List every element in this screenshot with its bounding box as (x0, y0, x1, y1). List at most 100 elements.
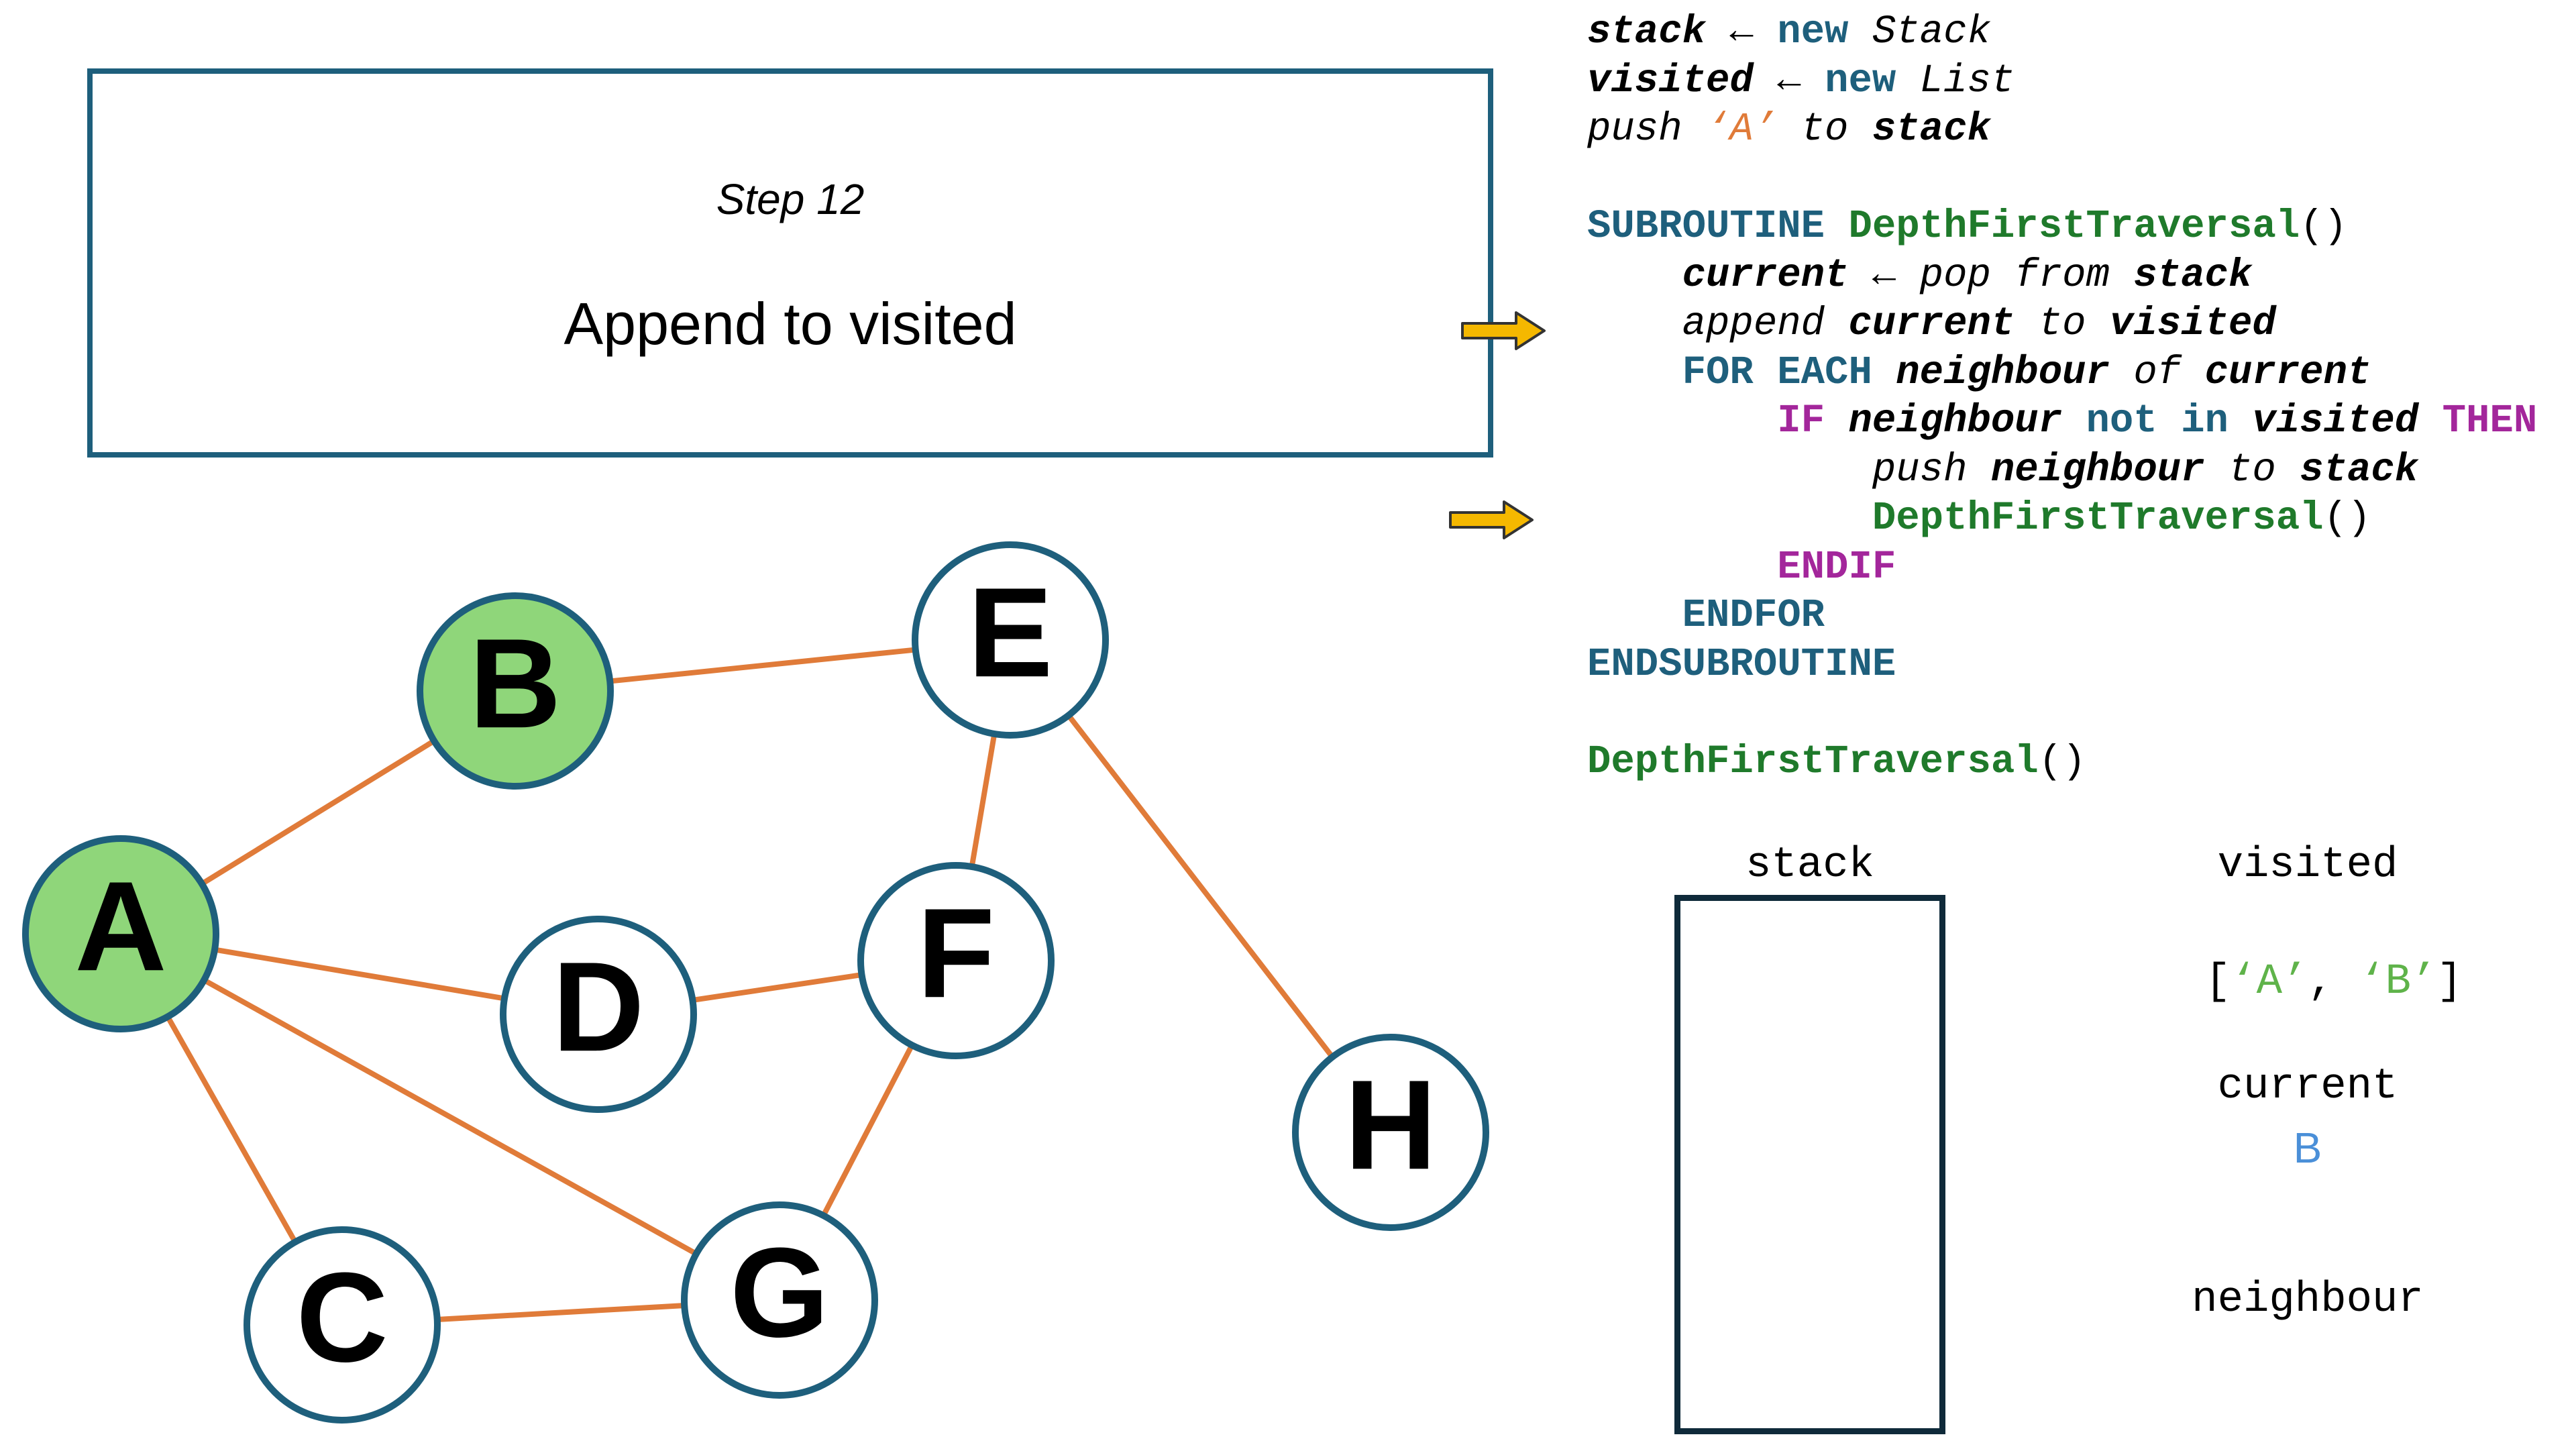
node-label: C (296, 1246, 388, 1389)
code-token: Stack (1848, 9, 1991, 54)
visited-item: ‘B’ (2359, 958, 2437, 1006)
node-label: D (552, 936, 644, 1078)
edge-f-e (969, 733, 998, 867)
code-token: THEN (2418, 398, 2538, 443)
node-circle (22, 835, 219, 1032)
node-circle (1292, 1034, 1489, 1231)
node-b: B (417, 592, 614, 790)
node-circle (244, 1226, 441, 1424)
code-token (1587, 253, 1682, 298)
code-token: stack (2133, 252, 2253, 298)
code-line (1587, 689, 2537, 738)
code-token: visited (2109, 301, 2276, 346)
current-label: current (2217, 1063, 2398, 1111)
node-label: H (1344, 1054, 1436, 1196)
code-line: ENDSUBROUTINE (1587, 641, 2537, 690)
code-token: ← (1706, 9, 1778, 54)
code-token (1587, 350, 1682, 395)
graph-diagram: A B C D E F G H (22, 541, 1489, 1424)
code-line: ENDIF (1587, 543, 2537, 592)
code-token: stack (1587, 9, 1707, 54)
neighbour-label: neighbour (2192, 1276, 2424, 1324)
node-label: A (74, 855, 166, 998)
code-token: () (2323, 496, 2371, 541)
node-circle (857, 862, 1055, 1059)
code-token: neighbour (1848, 398, 2063, 443)
visited-label: visited (2217, 841, 2398, 890)
node-e: E (912, 541, 1109, 739)
code-token: ENDFOR (1682, 593, 1825, 638)
code-token (1587, 545, 1777, 590)
node-label: G (730, 1222, 829, 1364)
node-circle (417, 592, 614, 790)
edge-a-g (203, 977, 698, 1256)
code-token: neighbour (1896, 350, 2110, 395)
code-token (1587, 593, 1682, 638)
code-line: stack ← new Stack (1587, 8, 2537, 57)
code-token (1587, 496, 1872, 541)
node-label: B (469, 612, 561, 755)
edge-a-d (214, 947, 505, 1002)
step-label: Step 12 (716, 175, 865, 223)
code-line: FOR EACH neighbour of current (1587, 349, 2537, 398)
visited-separator: , (2308, 958, 2360, 1006)
code-token: of (2109, 350, 2205, 395)
current-value: B (2293, 1124, 2322, 1172)
visited-open-bracket: [ (2204, 958, 2231, 1006)
stack-container (1674, 895, 1945, 1434)
edge-d-f (692, 972, 863, 1003)
code-token: DepthFirstTraversal (1587, 739, 2039, 784)
step-description: Append to visited (564, 290, 1017, 357)
code-token: current (1682, 252, 1849, 298)
code-line: push neighbour to stack (1587, 446, 2537, 495)
code-token: append (1682, 301, 1849, 346)
code-line: ENDFOR (1587, 592, 2537, 641)
node-circle (912, 541, 1109, 739)
node-c: C (244, 1226, 441, 1424)
code-token (1587, 447, 1872, 492)
code-line: SUBROUTINE DepthFirstTraversal() (1587, 203, 2537, 252)
code-line: current ← pop from stack (1587, 252, 2537, 301)
code-token (1587, 398, 1777, 443)
code-token: push (1587, 107, 1707, 152)
node-circle (500, 916, 697, 1113)
code-token (1587, 301, 1682, 346)
code-line: visited ← new List (1587, 57, 2537, 106)
code-token: stack (2300, 447, 2419, 492)
code-token: new (1825, 58, 1896, 103)
code-token: DepthFirstTraversal (1848, 204, 2300, 249)
visited-list: [‘A’, ‘B’] (2153, 910, 2463, 1006)
code-token: to (1777, 107, 1872, 152)
code-token: current (1848, 301, 2015, 346)
code-token: () (2038, 739, 2086, 784)
code-token: visited (2252, 398, 2419, 443)
code-token: neighbour (1990, 447, 2205, 492)
code-token: stack (1872, 107, 1991, 152)
code-token: ENDIF (1777, 544, 1896, 590)
node-g: G (681, 1201, 878, 1399)
edge-c-g (437, 1303, 685, 1322)
code-token: not in (2062, 398, 2253, 443)
code-line: push ‘A’ to stack (1587, 105, 2537, 154)
visited-close-bracket: ] (2436, 958, 2463, 1006)
code-token: push (1872, 447, 1991, 492)
edge-e-h (1066, 713, 1335, 1059)
code-token: ENDSUBROUTINE (1587, 641, 1896, 687)
step-panel: Step 12 Append to visited (87, 68, 1493, 458)
code-line: DepthFirstTraversal() (1587, 494, 2537, 543)
code-token: () (2300, 204, 2347, 249)
code-token: to (2015, 301, 2110, 346)
code-token: to (2204, 447, 2300, 492)
code-token: visited (1587, 58, 1754, 103)
code-token: current (2204, 350, 2371, 395)
arrow-icon (1449, 500, 1534, 539)
arrow-icon (1461, 311, 1546, 350)
code-token: List (1896, 58, 2015, 103)
node-label: F (917, 882, 995, 1024)
code-token: SUBROUTINE (1587, 204, 1849, 249)
stack-label: stack (1745, 841, 1875, 890)
code-line: append current to visited (1587, 300, 2537, 349)
code-token: ← pop from (1848, 252, 2134, 298)
node-a: A (22, 835, 219, 1032)
